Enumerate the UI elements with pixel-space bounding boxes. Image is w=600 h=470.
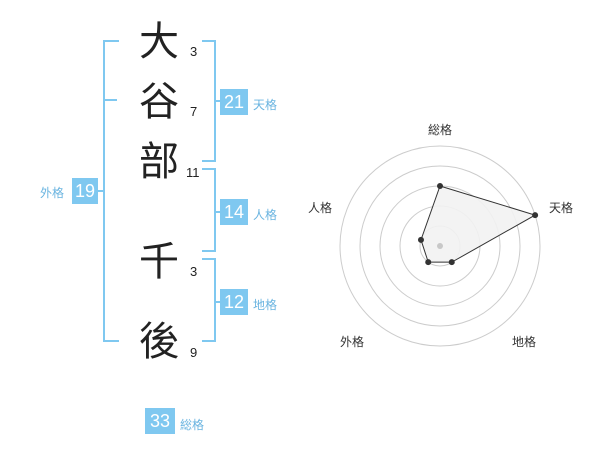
tenkaku-connector <box>214 100 220 102</box>
soukaku-label: 総格 <box>180 418 205 432</box>
gaikaku-label: 外格 <box>40 186 65 200</box>
gaikaku-bracket <box>103 40 119 342</box>
surname-strokes-1: 3 <box>190 44 198 59</box>
radar-point-3 <box>425 259 432 266</box>
surname-char-3: 部 <box>139 139 179 185</box>
surname-strokes-3: 11 <box>186 165 200 180</box>
jinkaku-label: 人格 <box>253 208 278 222</box>
jinkaku-bracket <box>202 168 216 252</box>
radar-axis-label-soukaku: 総格 <box>428 122 452 137</box>
tenkaku-value: 21 <box>220 89 248 115</box>
soukaku-value: 33 <box>145 408 175 434</box>
radar-axis-label-chikaku: 地格 <box>512 334 536 349</box>
gaikaku-connector <box>98 190 103 192</box>
gaikaku-value: 19 <box>72 178 98 204</box>
radar-ring <box>339 145 541 347</box>
radar-score-polygon <box>420 185 537 263</box>
gaikaku-bracket-tick <box>103 99 117 101</box>
radar-point-0 <box>437 183 443 189</box>
surname-char-2: 谷 <box>139 79 179 125</box>
chikaku-value: 12 <box>220 289 248 315</box>
radar-axis-label-jinkaku: 人格 <box>308 200 332 215</box>
radar-point-2 <box>448 259 455 266</box>
surname-char-1: 大 <box>139 19 179 65</box>
given-char-2: 後 <box>139 319 179 365</box>
radar-center-dot <box>437 243 443 249</box>
radar-point-4 <box>417 236 424 243</box>
given-strokes-2: 9 <box>190 345 198 360</box>
given-strokes-1: 3 <box>190 264 198 279</box>
jinkaku-connector <box>214 211 220 213</box>
radar-axis-label-gaikaku: 外格 <box>340 334 364 349</box>
tenkaku-label: 天格 <box>253 98 278 112</box>
chikaku-label: 地格 <box>253 298 278 312</box>
radar-axis-label-tenkaku: 天格 <box>549 200 573 215</box>
given-char-1: 千 <box>139 239 179 285</box>
chikaku-bracket <box>202 258 216 342</box>
jinkaku-value: 14 <box>220 199 248 225</box>
chikaku-connector <box>214 301 220 303</box>
radar-point-1 <box>532 212 539 219</box>
surname-strokes-2: 7 <box>190 104 198 119</box>
radar-ring <box>359 165 521 327</box>
